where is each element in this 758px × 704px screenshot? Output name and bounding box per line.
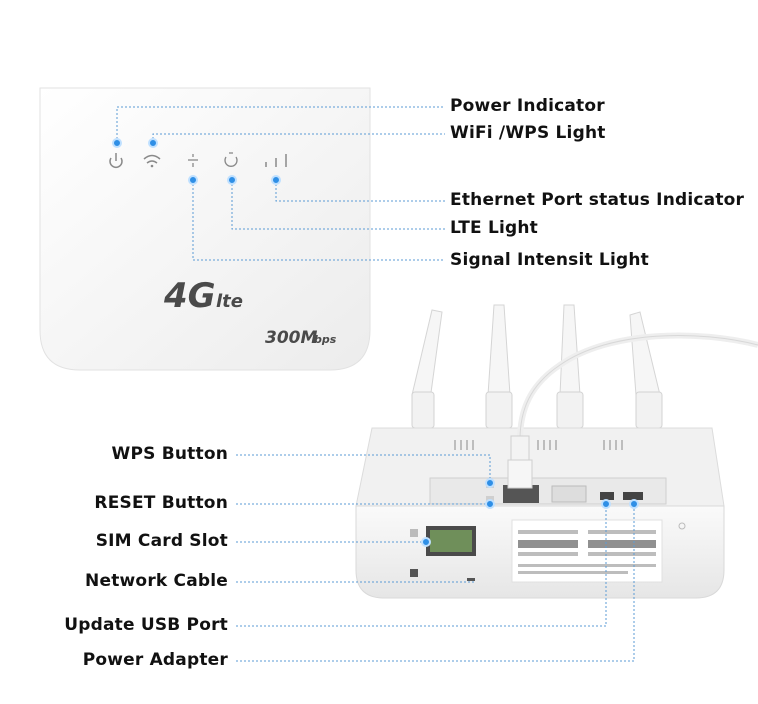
ethernet-icon <box>265 154 287 167</box>
label-signal-light: Signal Intensit Light <box>450 250 649 270</box>
antenna-3 <box>556 304 584 429</box>
ethernet-port <box>503 485 539 503</box>
label-sim-slot: SIM Card Slot <box>95 531 228 551</box>
router-back-view <box>355 304 725 599</box>
label-usb-port: Update USB Port <box>64 615 228 635</box>
device-label-sticker <box>511 519 663 583</box>
label-wps-button: WPS Button <box>111 444 228 464</box>
label-network-cable: Network Cable <box>85 571 228 591</box>
power-indicator-icon <box>109 153 123 168</box>
network-cable <box>507 332 758 489</box>
callout-lines-top <box>116 106 445 261</box>
vents <box>454 440 623 450</box>
antenna-2 <box>485 304 513 429</box>
callout-dots-bottom <box>421 478 639 547</box>
logo-4g: 4G <box>163 276 216 316</box>
speed-label: 300M <box>265 328 317 348</box>
speed-unit: bps <box>314 333 337 346</box>
antenna-4 <box>629 311 663 429</box>
label-lte-light: LTE Light <box>450 218 539 238</box>
label-reset-button: RESET Button <box>94 493 228 513</box>
lte-icon <box>224 152 238 167</box>
power-port <box>623 492 643 500</box>
usb-port <box>600 492 614 500</box>
antenna-1 <box>411 309 443 429</box>
label-power-adapter: Power Adapter <box>82 650 228 670</box>
label-ethernet-status: Ethernet Port status Indicator <box>450 190 745 210</box>
label-power-indicator: Power Indicator <box>450 96 605 116</box>
signal-icon <box>188 154 198 167</box>
logo-lte: lte <box>216 291 243 312</box>
router-front-panel: 4G lte 300M bps <box>39 87 371 371</box>
label-wifi-wps-light: WiFi /WPS Light <box>450 123 606 143</box>
callout-dots-top <box>112 138 281 185</box>
callout-lines-bottom <box>236 454 635 662</box>
wifi-icon <box>143 154 161 168</box>
